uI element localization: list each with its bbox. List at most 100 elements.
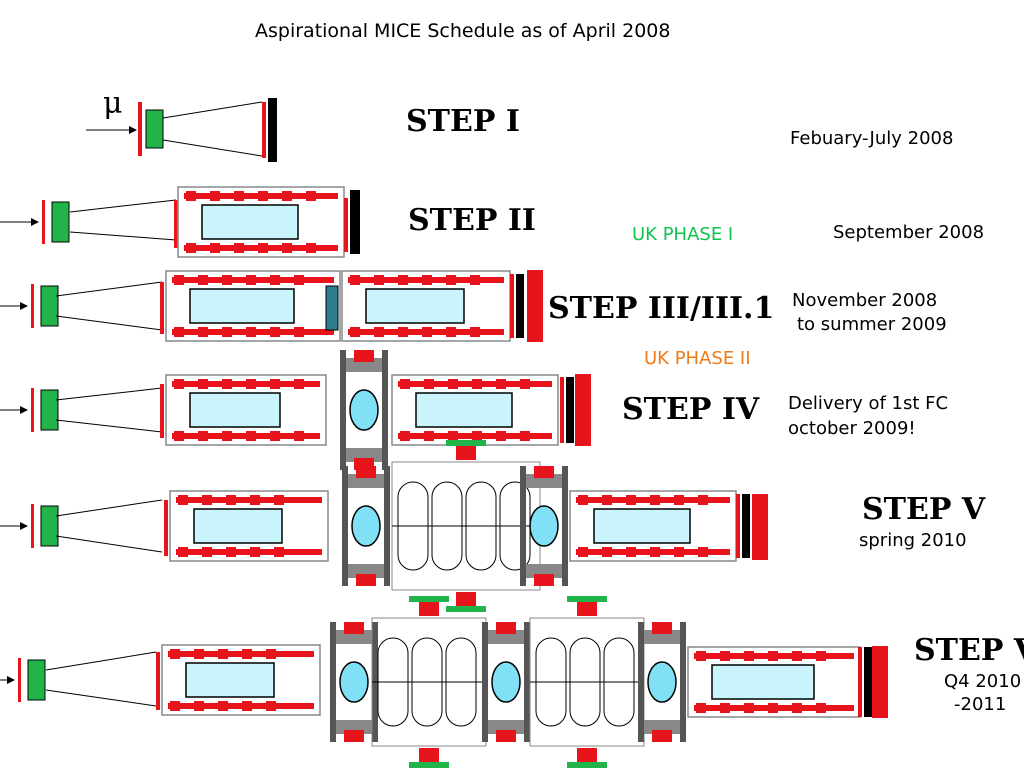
step-4-a-tracker-coil-block: [294, 431, 304, 441]
step-4-b-tracker-coil-block: [496, 431, 506, 441]
step-6-entry-red: [156, 652, 160, 710]
step-4-fc-top-coil: [354, 350, 374, 362]
step-6-c-fc-top: [640, 630, 684, 644]
step-5-ckov: [752, 494, 768, 560]
step-6-b-fc-top-coil: [496, 622, 516, 634]
uk-phase-1-label: UK PHASE I: [632, 224, 734, 245]
step-6-a-tracker-coil-block: [242, 649, 252, 659]
step-5-b-tracker-coil-block: [674, 547, 684, 557]
step-6-a-fc-absorber: [339, 661, 369, 703]
step-6-b-fc-bottom: [484, 720, 528, 734]
step-4-tof-black: [566, 377, 574, 443]
step-4-b-tracker-coil-block: [448, 379, 458, 389]
step-4-fc-right-plate: [382, 350, 388, 470]
step-3-a-tracker-coil-block: [222, 275, 232, 285]
step-5-diffuser: [31, 504, 34, 548]
step-3-ckov: [527, 270, 543, 342]
page-title: Aspirational MICE Schedule as of April 2…: [255, 20, 671, 42]
step-5-b-tracker-coil-block: [698, 495, 708, 505]
step-5-fc-bottom-coil: [356, 574, 376, 586]
step-3-a-tracker-coil-block: [270, 327, 280, 337]
muon-symbol: μ: [103, 86, 123, 121]
step-4-a-tracker-coil-block: [246, 379, 256, 389]
step-4-a-tracker-coil-block: [198, 431, 208, 441]
step-6-b-tracker-coil-block: [792, 703, 802, 713]
step-6-diffuser: [18, 658, 21, 702]
step-2-tracker-coil-block: [306, 191, 316, 201]
step-2-exit-red: [344, 198, 348, 252]
step-5-a-tracker-coil-block: [202, 547, 212, 557]
step-5-fc-bottom: [344, 564, 388, 578]
step-6-a-tracker-coil-block: [194, 649, 204, 659]
step-2-tracker-coil-block: [258, 191, 268, 201]
step-3-date-line-2: to summer 2009: [797, 314, 947, 335]
step-6-date-line-2: -2011: [954, 694, 1007, 715]
step-6-a-fc-top-coil: [344, 622, 364, 634]
step-3-b-tracker-coil-block: [470, 327, 480, 337]
step-3-date-line-1: November 2008: [792, 290, 938, 311]
step-2-tracker-coil-block: [234, 191, 244, 201]
step-5-b-tracker-coil-block: [698, 547, 708, 557]
step-5-b-tracker-coil-block: [578, 547, 588, 557]
step-5-b-tracker-coil-block: [650, 547, 660, 557]
step-6-a-tracker-coil-block: [218, 649, 228, 659]
step-6-a-tracker-coil-block: [170, 649, 180, 659]
step-4-b-tracker-coil-block: [400, 431, 410, 441]
step-4-b-tracker-coil-block: [520, 431, 530, 441]
step-5-rf-coupler-bottom-bar: [446, 606, 486, 612]
step-3-b-tracker-coil-block: [422, 275, 432, 285]
step-5-b-fc-right-plate: [562, 466, 568, 586]
step-5-b-tracker-coil-block: [602, 495, 612, 505]
step-2-entry-red: [174, 200, 178, 248]
step-5-b-tracker-coil-block: [626, 547, 636, 557]
step-4-a-tracker-bore: [189, 392, 281, 428]
step-6-a-fc-left-plate: [330, 622, 336, 742]
step-3-a-tracker-coil-block: [174, 275, 184, 285]
step-6-b-tracker-coil-block: [696, 703, 706, 713]
step-3-b-tracker-coil-block: [398, 275, 408, 285]
step-2-fan-bottom: [69, 231, 177, 241]
step-6-b-tracker-coil-block: [720, 651, 730, 661]
step-6-a-fc-bottom: [332, 720, 376, 734]
step-3-label: STEP III/III.1: [548, 291, 775, 326]
step-2-tracker-coil-block: [186, 243, 196, 253]
step-5-b-fc-left-plate: [520, 466, 526, 586]
step-6-b-tracker-coil-block: [744, 651, 754, 661]
step-4-fc-absorber: [349, 389, 379, 431]
step-2-tracker-bore: [201, 204, 299, 240]
step-6-b-tracker-coil-block: [696, 651, 706, 661]
step-6-a-tracker-coil-block: [218, 701, 228, 711]
step-3-tof-red: [510, 274, 514, 338]
step-3-a-tracker-coil-block: [246, 275, 256, 285]
step-5-fan-top: [55, 499, 163, 517]
step-4-fc-top: [342, 358, 386, 372]
step-3-a-tracker-coil-block: [246, 327, 256, 337]
step-3-tof-black: [516, 274, 524, 338]
step-4-date-line-2: october 2009!: [788, 418, 916, 439]
step-5-a-tracker-coil-block: [202, 495, 212, 505]
step-3-a-tracker-coil-block: [270, 275, 280, 285]
step-6-b-fc-absorber: [491, 661, 521, 703]
step-5-b-tracker-coil-block: [626, 495, 636, 505]
step-6-b-tracker-coil-block: [720, 703, 730, 713]
step-4-b-tracker-coil-block: [424, 431, 434, 441]
step-2-label: STEP II: [408, 203, 536, 238]
step-6-b-tracker-bore: [711, 664, 815, 700]
step-1-label: STEP I: [406, 104, 520, 139]
step-4-fan-top: [55, 387, 163, 401]
step-2-date: September 2008: [833, 222, 985, 243]
step-5-fc-absorber: [351, 505, 381, 547]
step-6-b-tracker-coil-block: [768, 651, 778, 661]
step-5-a-tracker-coil-block: [178, 495, 188, 505]
step-6-a-tracker-coil-bottom: [168, 703, 314, 709]
step-6-ckov: [872, 646, 888, 718]
step-2-fan-top: [69, 199, 177, 213]
step-6-b-rf-coupler-top-bar: [567, 596, 607, 602]
step-4-tof-red: [560, 377, 564, 443]
step-1-fan-top: [162, 101, 263, 119]
step-5-a-tracker-coil-top: [176, 497, 322, 503]
step-6-a-rf-coupler-bottom-bar: [409, 762, 449, 768]
step-4-b-tracker-coil-block: [400, 379, 410, 389]
